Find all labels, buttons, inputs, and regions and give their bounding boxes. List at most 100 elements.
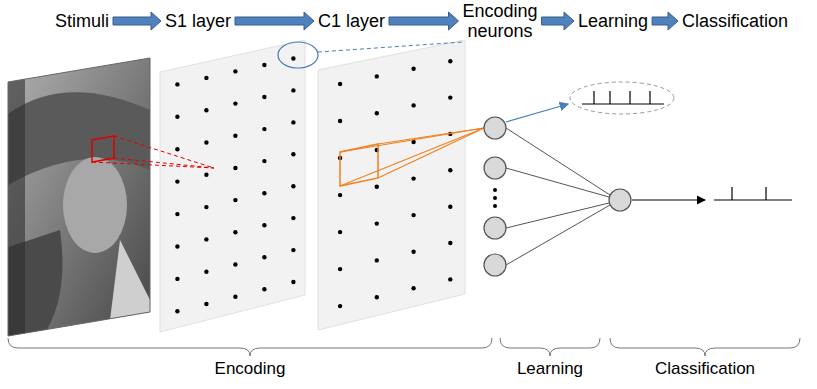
unit-dot [262,191,266,195]
unit-dot [262,127,266,131]
unit-dot [204,173,208,177]
section-label: Learning [517,359,583,379]
unit-dot [375,295,379,299]
unit-dot [175,179,179,183]
flow-arrow [113,12,161,30]
unit-dot [411,67,415,71]
unit-dot [411,286,415,290]
unit-dot [204,140,208,144]
stage-title: S1 layer [165,11,231,31]
unit-dot [338,119,342,123]
unit-dot [448,205,452,209]
unit-dot [448,277,452,281]
ellipsis-dots [493,188,497,208]
unit-dot [291,184,295,188]
c1-plane [318,40,465,330]
unit-dot [448,95,452,99]
unit-dot [262,159,266,163]
unit-dot [233,134,237,138]
stage-title: Learning [578,11,648,31]
unit-dot [448,241,452,245]
unit-dot [233,295,237,299]
flow-arrow [235,12,314,30]
output-arrow [632,199,705,200]
unit-dot [233,101,237,105]
s1-plane [160,40,305,332]
unit-dot [291,280,295,284]
stage-title: Classification [682,11,788,31]
unit-dot [291,216,295,220]
flow-arrow [652,12,678,30]
unit-dot [291,88,295,92]
section-text: Classification [655,359,755,379]
unit-dot [233,230,237,234]
pooling-window [340,144,378,186]
unit-dot [411,250,415,254]
unit-dot [338,193,342,197]
unit-dot [204,205,208,209]
unit-dot [411,213,415,217]
pooling-link [318,42,463,52]
stage-text: Stimuli [55,11,109,31]
spike-train [582,91,664,104]
neurons [484,117,631,276]
projection-lines [92,136,214,168]
unit-dot [262,223,266,227]
unit-dot [204,237,208,241]
unit-dot [175,82,179,86]
unit-dot [204,270,208,274]
unit-dot [204,302,208,306]
spike-output-arrow [506,104,568,122]
output-spike-train [714,187,792,200]
unit-dot [175,147,179,151]
unit-dot [175,212,179,216]
stage-text: Learning [578,11,648,31]
unit-dot [375,221,379,225]
unit-dot [262,287,266,291]
stage-title: Stimuli [55,11,109,31]
spike-callout [570,82,674,114]
unit-dot [204,108,208,112]
section-text: Encoding [215,359,286,379]
unit-dot [233,166,237,170]
stage-text: Classification [682,11,788,31]
unit-dot [411,176,415,180]
unit-dot [233,198,237,202]
stage-title: Encoding neurons [462,1,537,41]
unit-dot [338,267,342,271]
section-text: Learning [517,359,583,379]
unit-dot [375,258,379,262]
unit-dot [291,56,295,60]
unit-dot [448,59,452,63]
unit-dot [204,76,208,80]
encoding-lines [340,128,484,186]
unit-dot [175,115,179,119]
stage-text: C1 layer [318,11,385,31]
unit-dot [175,277,179,281]
flow-arrow [542,12,575,30]
unit-dot [262,63,266,67]
unit-dot [375,74,379,78]
section-label: Encoding [215,359,286,379]
stimulus-image [0,50,160,350]
unit-dot [338,304,342,308]
highlight-ellipse [278,42,318,68]
unit-dot [291,248,295,252]
section-label: Classification [655,359,755,379]
unit-dot [175,309,179,313]
unit-dot [448,168,452,172]
synapse-lines [506,128,610,265]
stage-text: Encoding neurons [462,1,537,41]
unit-dot [262,255,266,259]
unit-dot [233,69,237,73]
unit-dot [291,120,295,124]
unit-dot [338,82,342,86]
stage-text: S1 layer [165,11,231,31]
unit-dot [375,111,379,115]
unit-dot [338,230,342,234]
unit-dot [175,244,179,248]
unit-dot [233,262,237,266]
